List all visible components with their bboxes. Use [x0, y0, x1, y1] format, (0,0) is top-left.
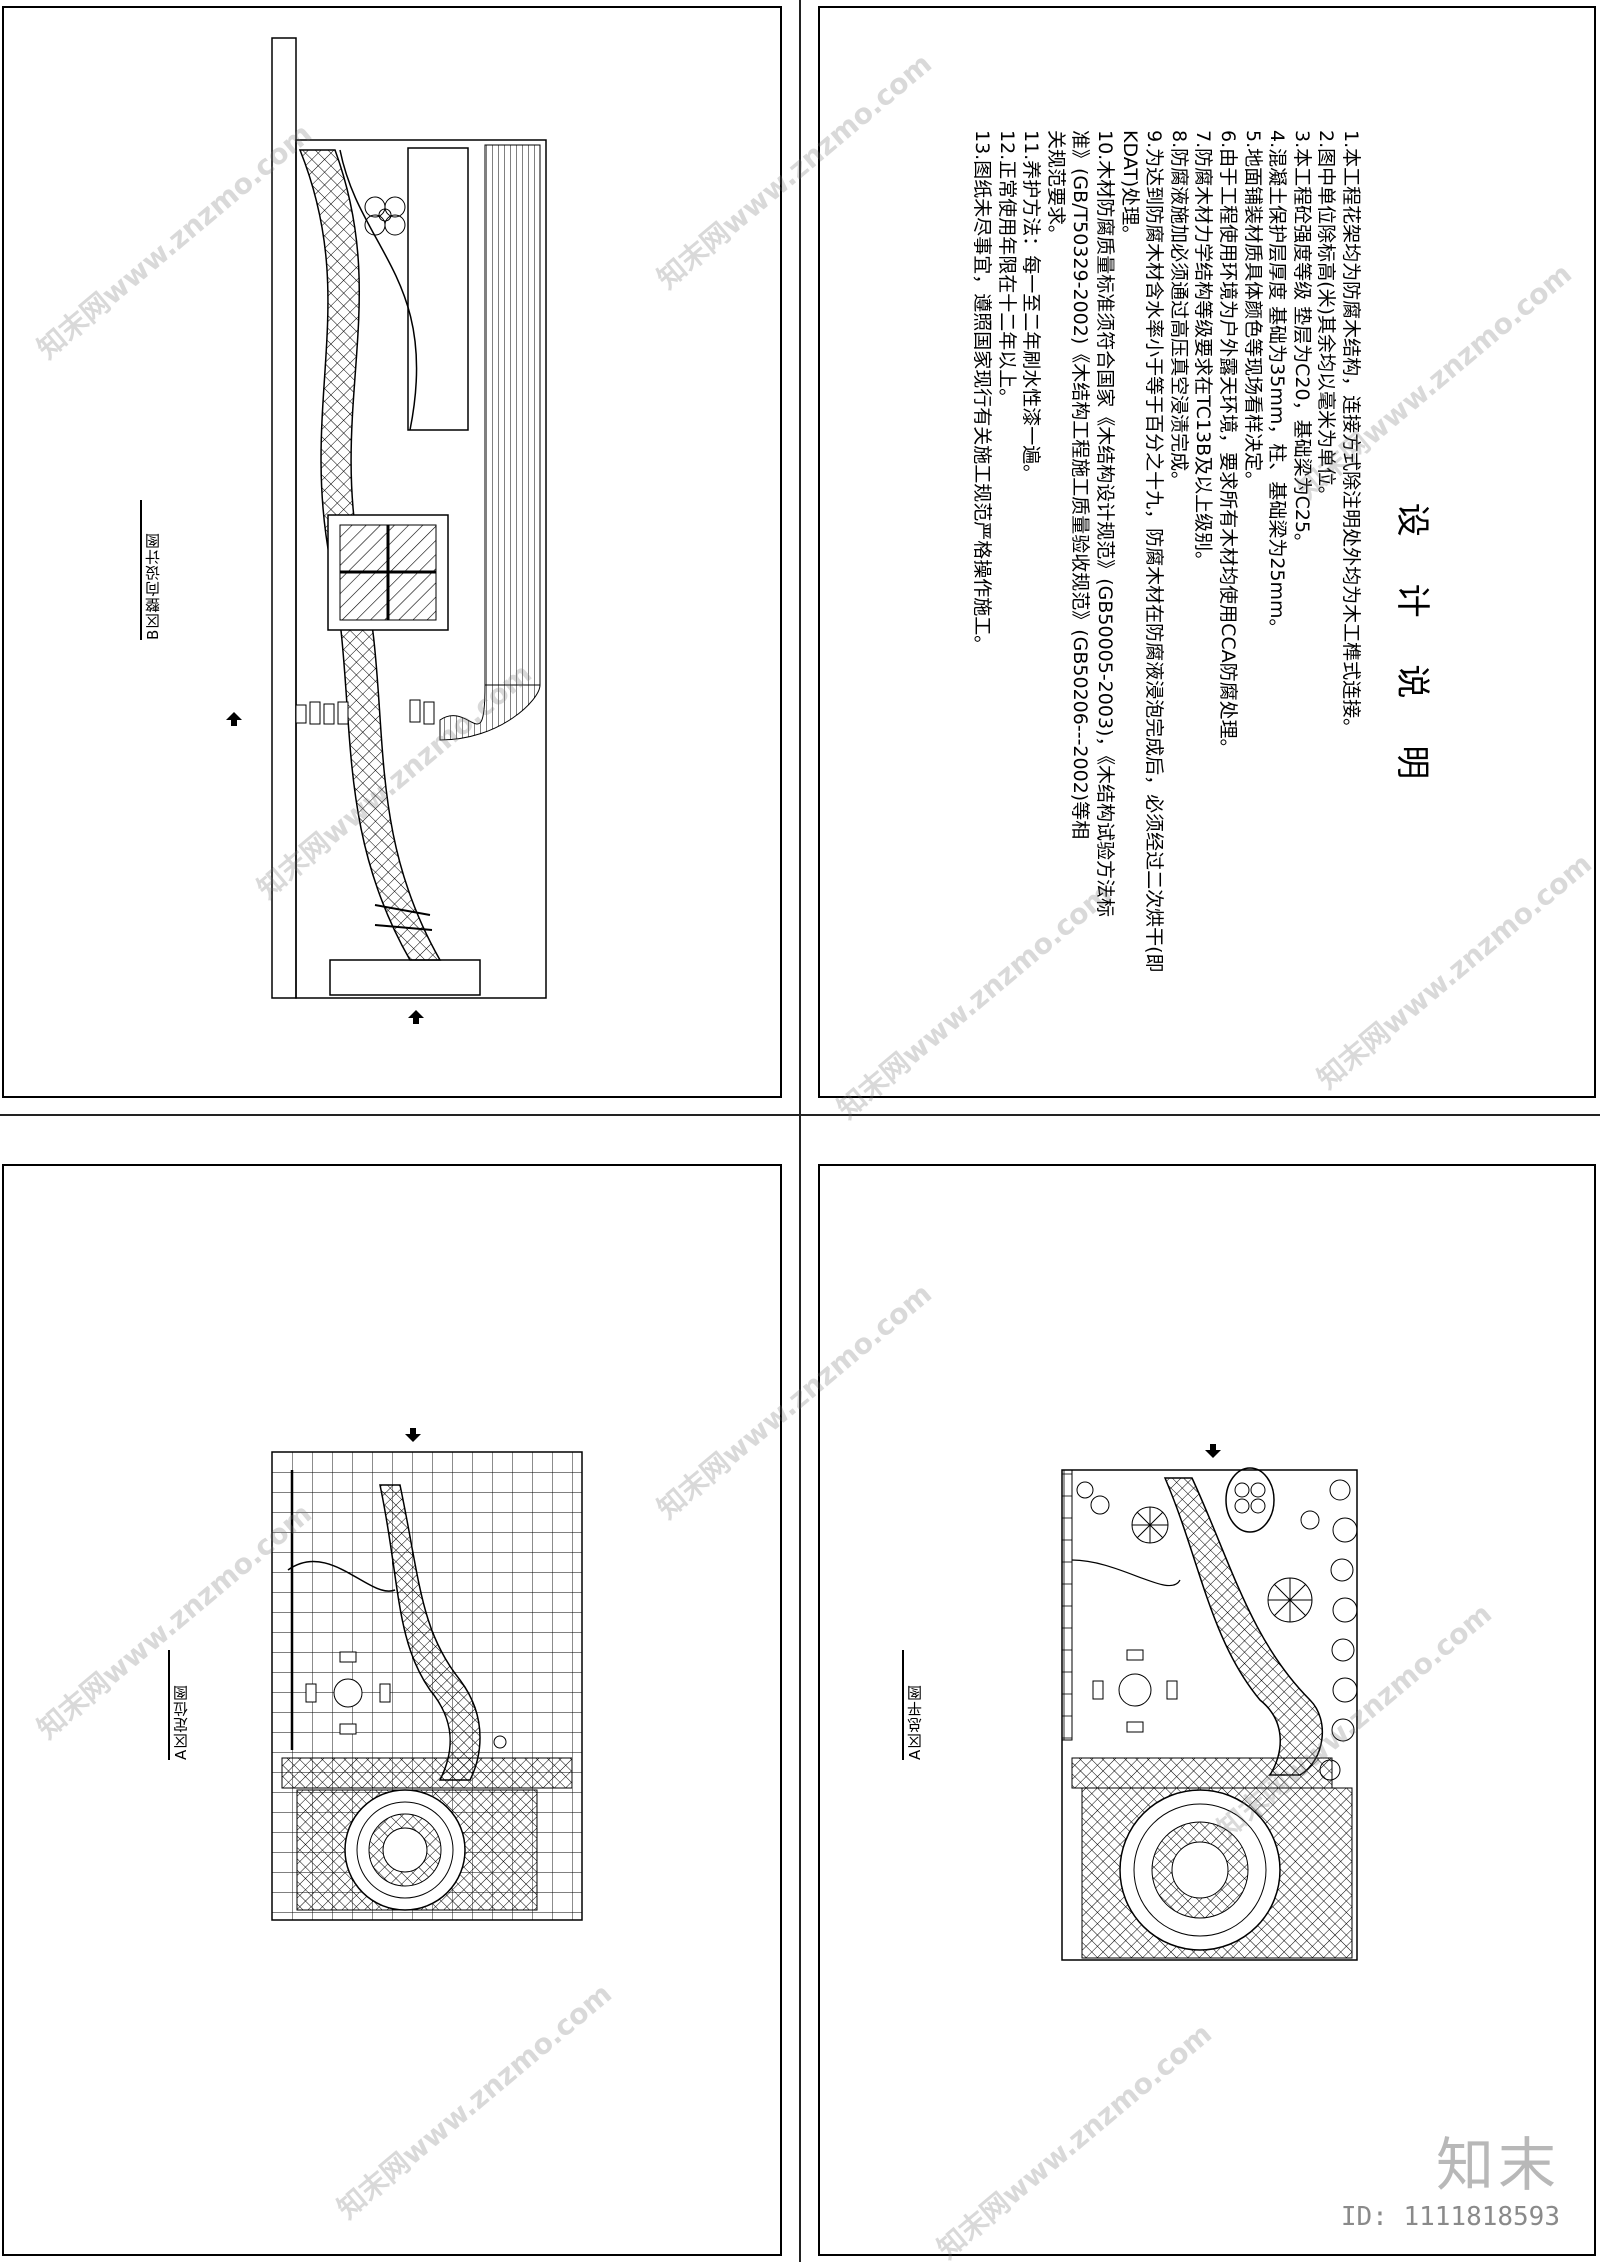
brand-logo: 知末: [1435, 2131, 1560, 2199]
note-item: 2.图中单位除标高(米)其余均以毫米为单位。: [1315, 130, 1338, 505]
a-zone-plan-label: A区总平图: [902, 1650, 928, 1760]
note-item: 4.混凝土保护层厚度 基础为35mm，柱、基础梁为25mm。: [1266, 130, 1289, 638]
horizontal-divider: [0, 1114, 1600, 1116]
note-item: 1.本工程花架均为防腐木结构，连接方式除注明处外均为木工榫式连接。: [1340, 130, 1362, 738]
a-zone-layout-drawing: [271, 1428, 583, 1921]
note-item: 12.正常使用年限在十二年以上。: [995, 130, 1018, 408]
note-item: 3.本工程砼强度等级 垫层为C20，基础梁为C25。: [1290, 130, 1313, 553]
notes-list: 1.本工程花架均为防腐木结构，连接方式除注明处外均为木工榫式连接。 2.图中单位…: [970, 130, 1364, 1170]
branding: 知末 ID: 1111818593: [1341, 2118, 1560, 2232]
notes-title: 设 计 说 明: [1392, 502, 1432, 798]
note-item: 关规范要求。: [1044, 130, 1067, 245]
note-item: KDAT)处理。: [1118, 130, 1141, 245]
sheet-a-zone-plan: [818, 1164, 1596, 2256]
note-item: 11.养护方法：每一至二年刷水性漆一遍。: [1020, 130, 1043, 484]
note-item: 8.防腐液施加必须通过高压真空浸渍完成。: [1167, 130, 1190, 491]
note-item: 10.木材防腐质量标准须符合国家《木结构设计规范》(GB50005-2003)，…: [1094, 130, 1117, 917]
design-notes: 设 计 说 明 1.本工程花架均为防腐木结构，连接方式除注明处外均为木工榫式连接…: [970, 130, 1441, 1170]
image-id: ID: 1111818593: [1340, 2202, 1560, 2232]
note-item: 7.防腐木材力学结构等级要求在TC13B及以上级别。: [1192, 130, 1215, 571]
a-zone-layout-label: A区定位图: [168, 1650, 194, 1760]
north-arrow-icon: [226, 712, 242, 726]
note-item: 5.地面铺装材质具体颜色等现场看样决定。: [1241, 130, 1264, 491]
note-item: 准》(GB/T50329-2002)《木结构工程施工质量验收规范》(GB5020…: [1069, 130, 1092, 840]
note-item: 6.由于工程使用环境为户外露天环境，要求所有木材均使用CCA防腐处理。: [1217, 130, 1240, 758]
sheet-notes: [818, 6, 1596, 1098]
b-zone-drawing: [226, 37, 547, 1024]
note-item: 13.图纸未尽事宜，遵照国家现行有关施工规范严格操作施工。: [971, 130, 994, 655]
flower-icon: [364, 196, 406, 236]
note-item: 9.为达到防腐木材含水率小于等于百分之十九，防腐木材在防腐液浸泡完成后，必须经过…: [1143, 130, 1166, 973]
vertical-divider: [799, 0, 801, 2262]
